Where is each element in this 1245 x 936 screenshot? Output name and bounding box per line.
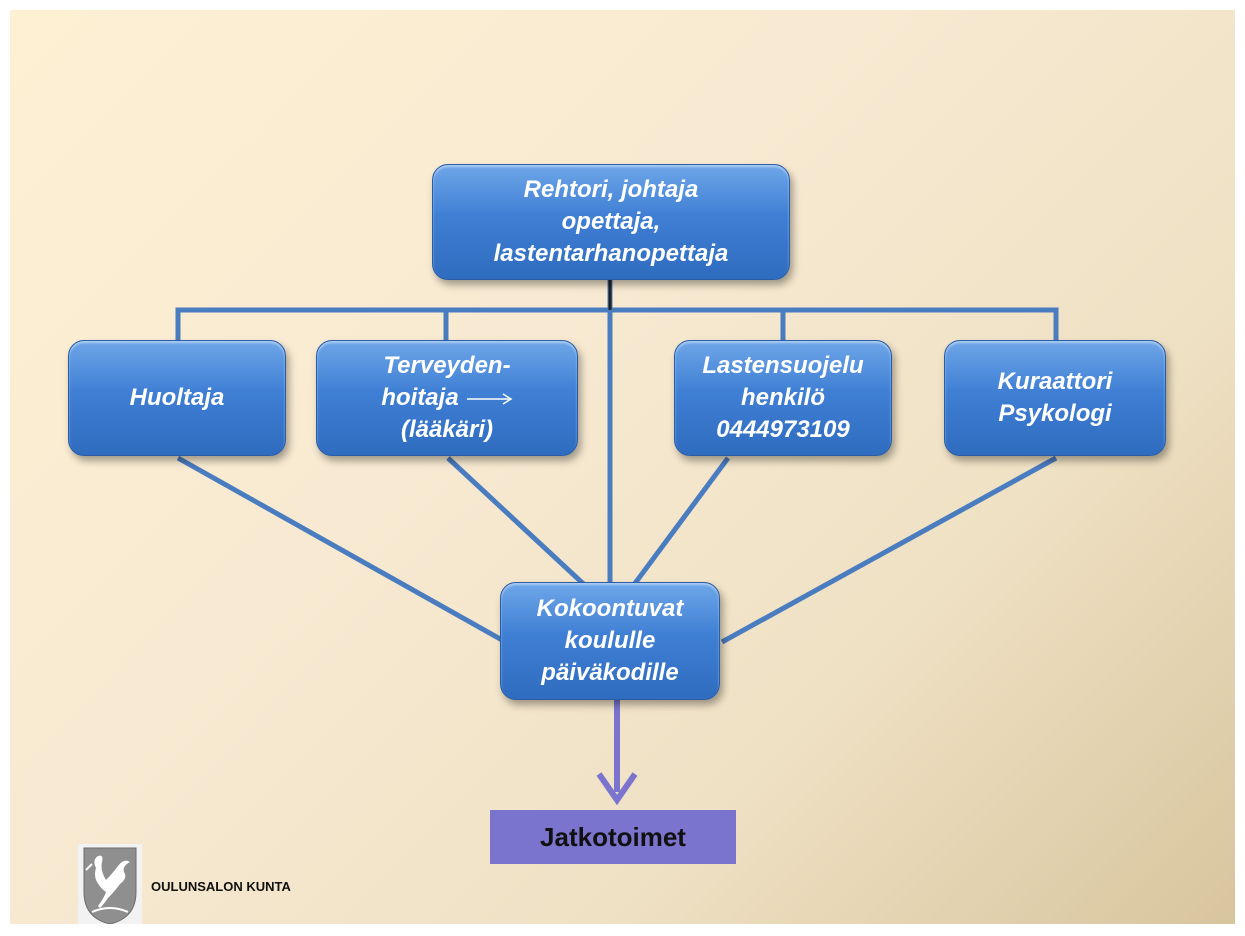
slide: Rehtori, johtaja opettaja, lastentarhano…: [10, 10, 1235, 924]
top-box-line-2: opettaja,: [561, 208, 661, 235]
kokoontuvat-line-3: päiväkodille: [541, 659, 679, 686]
box-jatkotoimet: Jatkotoimet: [490, 810, 736, 864]
box-huoltaja: Huoltaja: [68, 340, 286, 456]
top-box-line-3: lastentarhanopettaja: [493, 240, 729, 267]
diagonal-line-terveydenhoitaja: [446, 456, 592, 592]
lastensuojelu-line-2: henkilö: [740, 384, 825, 411]
jatkotoimet-label: Jatkotoimet: [540, 821, 686, 852]
connector-lines: [175, 280, 1059, 806]
arrow-right-icon: [466, 393, 513, 405]
kuraattori-line-1: Kuraattori: [997, 368, 1113, 395]
kokoontuvat-line-1: Kokoontuvat: [536, 595, 684, 622]
box-kuraattori: Kuraattori Psykologi: [944, 340, 1166, 456]
huoltaja-label: Huoltaja: [129, 384, 225, 411]
box-lastensuojelu: Lastensuojelu henkilö 0444973109: [674, 340, 892, 456]
terveydenhoitaja-line-2: hoitaja: [381, 384, 459, 411]
kuraattori-line-2: Psykologi: [998, 400, 1112, 427]
lastensuojelu-line-1: Lastensuojelu: [702, 352, 864, 379]
lastensuojelu-phone: 0444973109: [716, 416, 850, 443]
top-box-rehtori: Rehtori, johtaja opettaja, lastentarhano…: [432, 164, 790, 280]
diagonal-line-huoltaja: [176, 455, 504, 643]
box-terveydenhoitaja: Terveyden- hoitaja (lääkäri): [316, 340, 578, 456]
arrow-head: [596, 772, 638, 806]
terveydenhoitaja-line-3: (lääkäri): [400, 416, 494, 443]
box-kokoontuvat: Kokoontuvat koululle päiväkodille: [500, 582, 720, 700]
diagonal-line-kuraattori: [720, 455, 1058, 645]
terveydenhoitaja-line-1: Terveyden-: [383, 352, 511, 379]
oulunsalo-crest-logo: [78, 844, 142, 924]
top-box-line-1: Rehtori, johtaja: [523, 176, 699, 203]
kokoontuvat-line-2: koululle: [564, 627, 656, 654]
municipality-name: OULUNSALON KUNTA: [151, 879, 291, 894]
diagonal-line-lastensuojelu: [627, 456, 731, 592]
